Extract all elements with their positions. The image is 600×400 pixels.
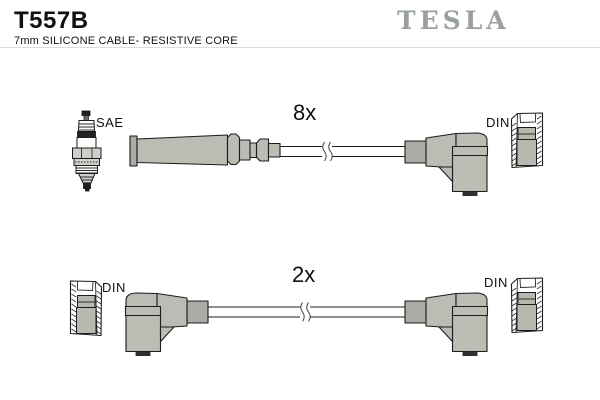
brand-logo: TESLA <box>397 6 510 35</box>
subtitle: 7mm SILICONE CABLE- RESISTIVE CORE <box>14 35 238 47</box>
elbow-boot-connector-left <box>124 292 209 357</box>
straight-boot-connector <box>129 133 281 167</box>
sae-label: SAE <box>96 115 124 130</box>
part-number: T557B <box>14 7 89 34</box>
din-label-top-right: DIN <box>486 115 510 130</box>
elbow-boot-connector-right <box>404 292 489 357</box>
cable-break-icon <box>322 141 333 162</box>
din-label-bottom-right: DIN <box>484 275 508 290</box>
header-divider <box>0 47 600 48</box>
spark-plug-icon <box>72 110 102 192</box>
cable-wire <box>208 302 405 322</box>
din-label-bottom-left: DIN <box>102 280 126 295</box>
top-cable-assembly <box>129 132 489 197</box>
elbow-boot-connector-right <box>404 132 489 197</box>
din-connector-icon-bottom-right <box>510 277 544 334</box>
cable-wire <box>280 141 405 162</box>
top-quantity-label: 8x <box>293 100 317 125</box>
din-connector-icon-bottom-left <box>69 280 103 337</box>
bottom-quantity-label: 2x <box>292 262 316 287</box>
cable-break-icon <box>300 302 311 322</box>
din-connector-icon-top-right <box>510 112 544 169</box>
bottom-cable-assembly <box>124 292 489 357</box>
